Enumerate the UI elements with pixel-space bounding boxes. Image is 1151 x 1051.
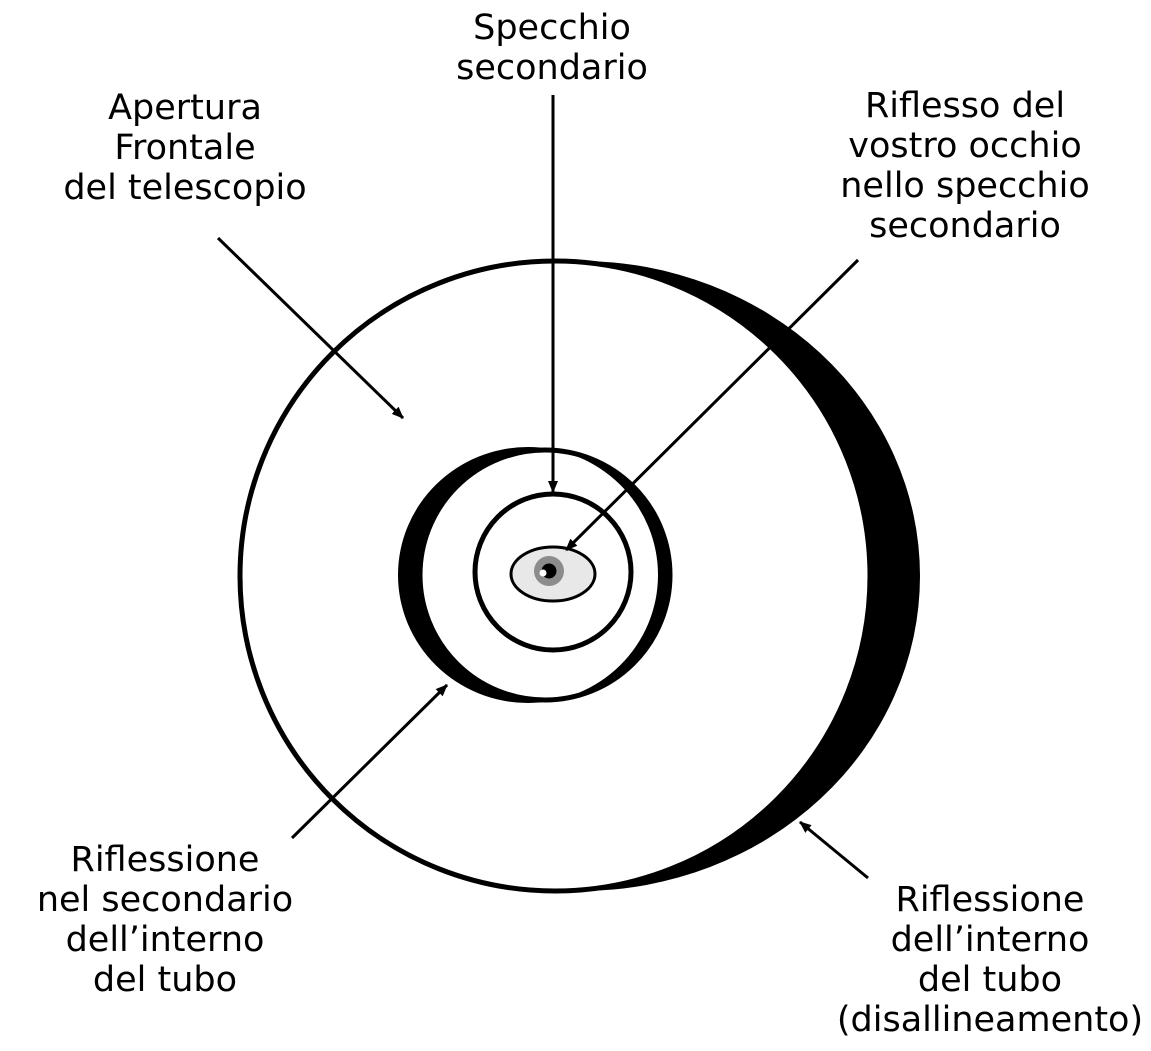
label-tube-reflection: Riflessione dell’interno del tubo (disal… <box>835 880 1145 1040</box>
label-line: (disallineamento) <box>835 1000 1145 1040</box>
label-line: del tubo <box>835 960 1145 1000</box>
label-line: Specchio <box>392 8 712 48</box>
label-line: secondario <box>392 48 712 88</box>
label-line: Riflessione <box>835 880 1145 920</box>
label-line: del tubo <box>10 960 320 1000</box>
label-line: dell’interno <box>10 920 320 960</box>
label-line: del telescopio <box>10 168 360 208</box>
label-line: Riflesso del <box>815 86 1115 126</box>
label-line: vostro occhio <box>815 126 1115 166</box>
label-line: nello specchio <box>815 166 1115 206</box>
label-line: Apertura <box>10 88 360 128</box>
label-line: nel secondario <box>10 880 320 920</box>
label-line: dell’interno <box>835 920 1145 960</box>
tube-reflection-arrow <box>800 822 868 878</box>
label-secondary-mirror: Specchio secondario <box>392 8 712 88</box>
label-secondary-tube-reflection: Riflessione nel secondario dell’interno … <box>10 840 320 1000</box>
label-eye-reflection: Riflesso del vostro occhio nello specchi… <box>815 86 1115 246</box>
label-front-aperture: Apertura Frontale del telescopio <box>10 88 360 208</box>
label-line: Frontale <box>10 128 360 168</box>
eye-icon <box>511 547 595 601</box>
label-line: secondario <box>815 206 1115 246</box>
label-line: Riflessione <box>10 840 320 880</box>
eye-highlight <box>540 570 547 577</box>
